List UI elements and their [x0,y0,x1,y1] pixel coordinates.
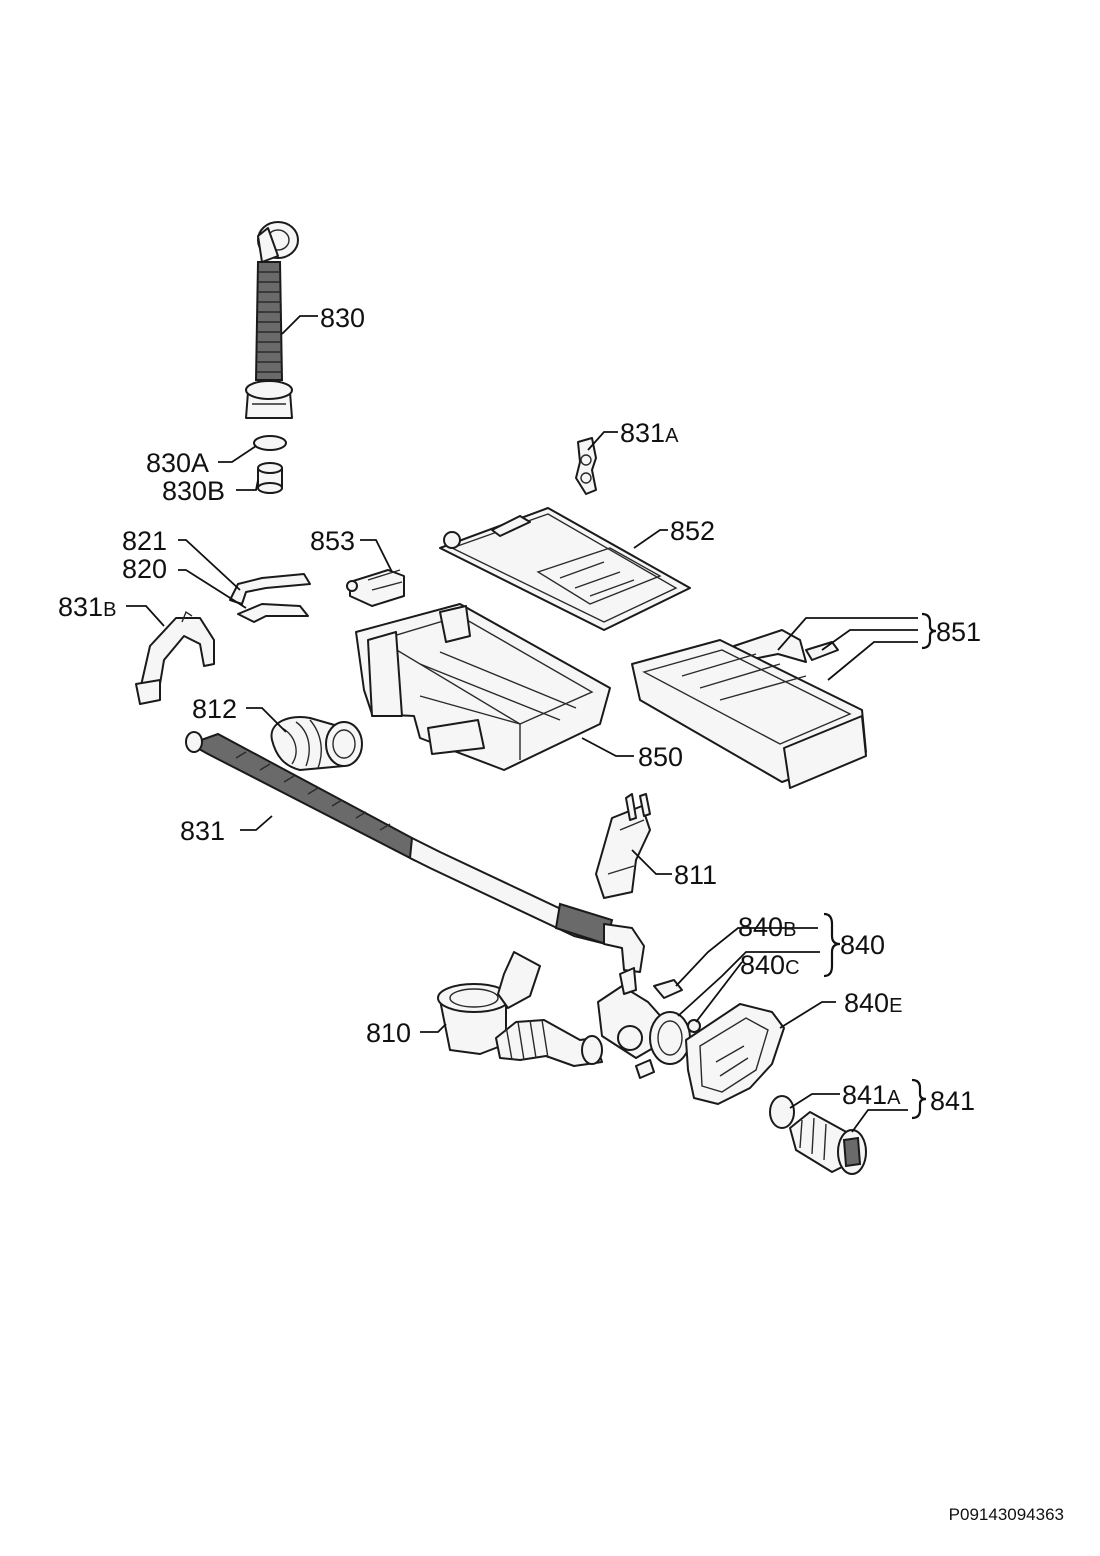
part-830B-nut [257,462,283,494]
label-820: 820 [122,554,167,584]
label-841A: 841A [842,1080,901,1110]
part-853-valve [346,569,405,607]
label-831B: 831B [58,592,116,622]
part-840E-pump-cover [685,1003,785,1105]
brace-851 [921,612,937,650]
part-821-hose [229,573,311,605]
part-830-drain-hose [245,221,299,419]
diagram-code: P09143094363 [949,1505,1064,1524]
part-810-sump-pipe [437,951,603,1067]
label-840B: 840B [738,912,796,942]
label-841: 841 [930,1086,975,1116]
brace-840 [823,912,841,978]
leader-lines [126,315,918,1133]
label-852: 852 [670,516,715,546]
label-850: 850 [638,742,683,772]
part-850-dispenser-housing [355,603,611,771]
part-820-hose [237,603,309,623]
label-810: 810 [366,1018,411,1048]
label-811: 811 [674,860,717,890]
label-830: 830 [320,303,365,333]
label-812: 812 [192,694,237,724]
part-830A-seal-ring [253,435,287,451]
label-821: 821 [122,526,167,556]
part-841A-seal-ring [769,1095,795,1129]
label-830B: 830B [162,476,225,506]
label-831A: 831A [620,418,679,448]
brace-841 [911,1078,927,1120]
part-851-detergent-drawer [631,629,867,789]
part-840-pump-housing [597,967,691,1079]
label-853: 853 [310,526,355,556]
part-841-filter [789,1111,867,1175]
part-811-connector-pipe [595,793,651,899]
part-812-bellow-hose [270,716,363,771]
part-831B-hose-guide [135,610,215,705]
label-840E: 840E [844,988,902,1018]
part-840C-screw [687,1019,701,1033]
part-840B-small-block [653,979,683,999]
label-831: 831 [180,816,225,846]
label-830A: 830A [146,448,209,478]
label-840: 840 [840,930,885,960]
part-831A-hose-clip [575,437,597,495]
label-840C: 840C [740,950,800,980]
part-831-drain-hose-long [185,731,645,973]
part-852-dispenser-cover [439,507,691,631]
label-851: 851 [936,617,981,647]
